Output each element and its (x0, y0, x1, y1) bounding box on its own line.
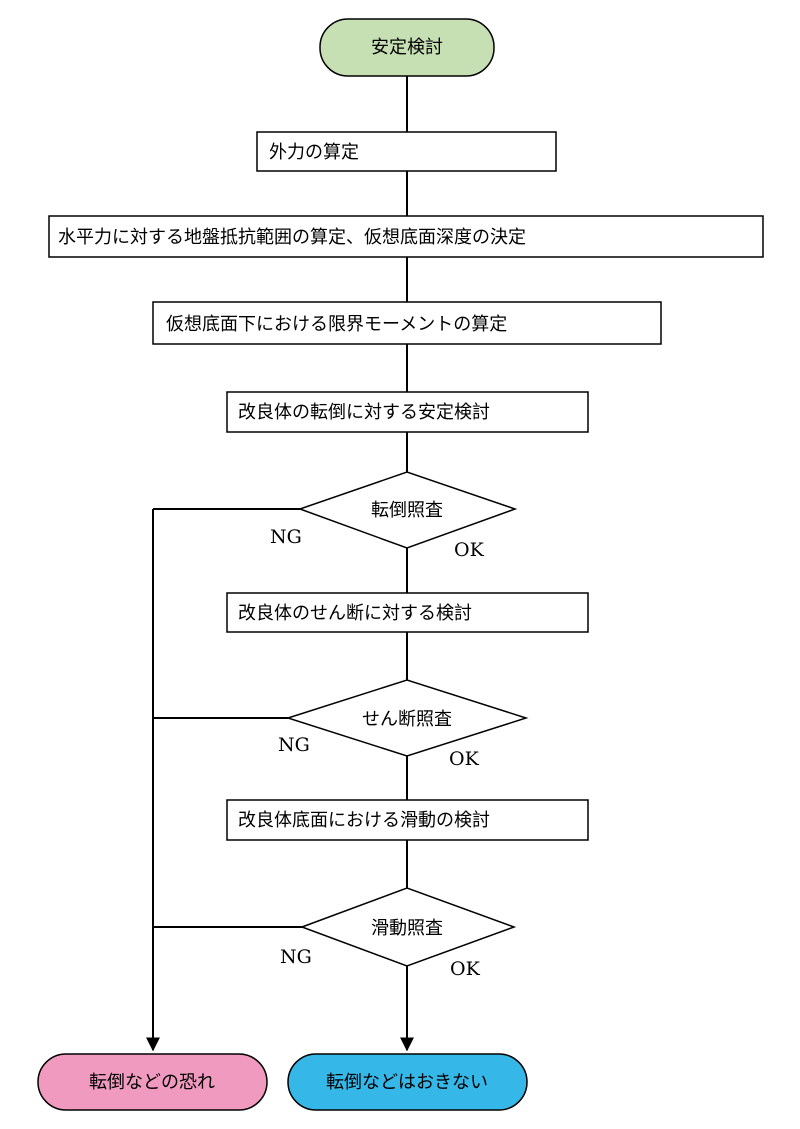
process-step-5: 改良体のせん断に対する検討 (226, 592, 589, 633)
decision-1-ok: OK (454, 539, 485, 561)
connectors (146, 76, 414, 1052)
step-1-label: 外力の算定 (269, 142, 359, 163)
decision-shear: せん断照査 NG OK (278, 679, 529, 770)
start-label: 安定検討 (371, 37, 443, 58)
start-terminal: 安定検討 (319, 18, 495, 77)
decision-3-label: 滑動照査 (371, 918, 443, 939)
decision-overturn: 転倒照査 NG OK (270, 471, 518, 561)
step-6-label: 改良体底面における滑動の検討 (238, 810, 490, 831)
process-step-2: 水平力に対する地盤抵抗範囲の算定、仮想底面深度の決定 (48, 215, 764, 258)
step-5-label: 改良体のせん断に対する検討 (238, 603, 472, 624)
start-shape (319, 18, 495, 77)
end-ok-label: 転倒などはおきない (326, 1072, 488, 1093)
decision-2-ng: NG (278, 734, 310, 756)
process-step-4: 改良体の転倒に対する安定検討 (226, 391, 589, 433)
decision-sliding: 滑動照査 NG OK (280, 887, 517, 980)
decision-1-ng: NG (270, 526, 302, 548)
process-step-3: 仮想底面下における限界モーメントの算定 (152, 301, 662, 345)
decision-1-label: 転倒照査 (371, 500, 443, 521)
end-fail-label: 転倒などの恐れ (89, 1072, 215, 1093)
end-fail-shape (37, 1053, 268, 1111)
decision-2-ok: OK (449, 748, 480, 770)
end-terminal-ok: 転倒などはおきない (287, 1053, 528, 1111)
step-2-label: 水平力に対する地盤抵抗範囲の算定、仮想底面深度の決定 (58, 227, 526, 248)
end-terminal-fail: 転倒などの恐れ (37, 1053, 268, 1111)
process-step-6: 改良体底面における滑動の検討 (226, 799, 589, 841)
decision-3-ok: OK (450, 958, 481, 980)
process-step-1: 外力の算定 (256, 131, 557, 172)
step-3-label: 仮想底面下における限界モーメントの算定 (166, 314, 507, 335)
end-ok-shape (287, 1053, 528, 1111)
decision-2-label: せん断照査 (362, 709, 452, 730)
decision-3-ng: NG (280, 946, 312, 968)
step-4-label: 改良体の転倒に対する安定検討 (238, 402, 490, 423)
